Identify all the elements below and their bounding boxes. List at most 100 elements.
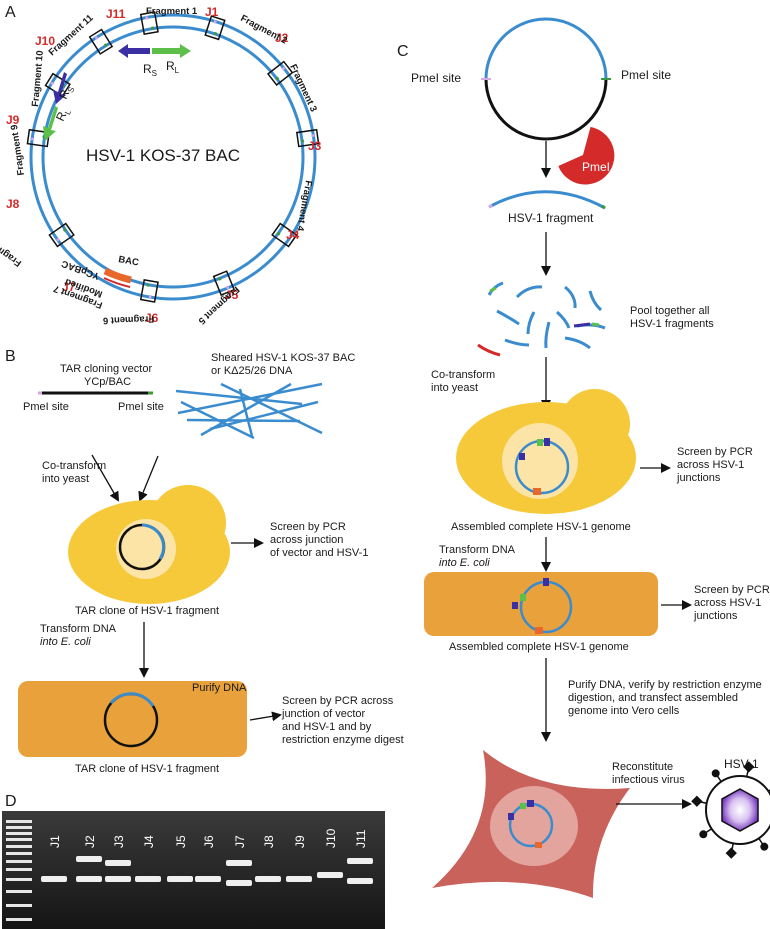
junction-box xyxy=(88,28,114,55)
sheared-dna xyxy=(175,382,323,440)
screen1-c-3: junctions xyxy=(676,472,721,484)
recon-c-2: infectious virus xyxy=(612,774,685,786)
gel-band xyxy=(195,876,221,882)
ladder-band xyxy=(6,820,32,823)
transform-b-2: into E. coli xyxy=(40,636,91,648)
ladder-band xyxy=(6,918,32,921)
vector-label-1: TAR cloning vector xyxy=(60,363,152,375)
junction-label: J9 xyxy=(6,113,20,127)
fragment-label: Fragment 8 xyxy=(0,230,24,268)
screen2-b-4: restriction enzyme digest xyxy=(282,734,404,746)
screen1-c-2: across HSV-1 xyxy=(677,459,744,471)
lane-label: J10 xyxy=(324,828,338,848)
ladder-band xyxy=(6,838,32,841)
lane-label: J3 xyxy=(112,835,126,848)
panel-label-c: C xyxy=(397,43,409,60)
rl-label-top: RL xyxy=(166,59,180,75)
gel-band xyxy=(226,860,252,866)
purify-b: Purify DNA xyxy=(192,682,247,694)
frag-end-pink xyxy=(488,203,493,209)
junction-label: J6 xyxy=(145,311,159,325)
screen1-b-2: across junction xyxy=(270,534,343,546)
virus-label: HSV-1 xyxy=(724,757,759,771)
pmel-left-c: PmeI site xyxy=(411,71,461,85)
rs-label-top: RS xyxy=(143,62,157,78)
rl-arrow-left xyxy=(43,106,58,141)
ladder-band xyxy=(6,845,32,848)
screen1-b-3: of vector and HSV-1 xyxy=(270,547,368,559)
transform-c-1: Transform DNA xyxy=(439,544,516,556)
bac-label: BAC xyxy=(117,254,139,268)
vector-c-top xyxy=(484,17,608,80)
junction-label: J11 xyxy=(106,7,126,21)
gel-band xyxy=(347,858,373,864)
gel-band xyxy=(167,876,193,882)
bac-insert xyxy=(103,267,132,284)
junction-box xyxy=(212,270,236,296)
ladder-band xyxy=(6,832,32,835)
hsv-fragment-c xyxy=(488,190,606,210)
recon-c-1: Reconstitute xyxy=(612,761,673,773)
pmel-left-b: PmeI site xyxy=(23,401,69,413)
assembled-c-2: Assembled complete HSV-1 genome xyxy=(449,641,629,653)
screen2-b-1: Screen by PCR across xyxy=(282,695,394,707)
dna-ladder xyxy=(6,820,32,921)
gel-band xyxy=(105,860,131,866)
lane-label: J11 xyxy=(354,829,368,848)
fragment-label: Fragment 6 xyxy=(103,313,155,326)
fragment-label: Fragment 9 xyxy=(9,124,27,176)
pmel-right-b: PmeI site xyxy=(118,401,164,413)
junction-label: J10 xyxy=(35,34,55,48)
ladder-band xyxy=(6,852,32,855)
lane-label: J9 xyxy=(293,835,307,848)
pool-c-2: HSV-1 fragments xyxy=(630,318,714,330)
ecoli-c xyxy=(424,572,658,636)
ladder-band xyxy=(6,860,32,863)
screen2-b-2: junction of vector xyxy=(281,708,365,720)
gel-band xyxy=(317,872,343,878)
screen1-b-1: Screen by PCR xyxy=(270,521,346,533)
junction-label: J3 xyxy=(308,139,322,153)
gel-band xyxy=(347,878,373,884)
gel-band xyxy=(41,876,67,882)
outer-circle xyxy=(29,13,317,301)
panel-label-b: B xyxy=(5,348,16,365)
junction-label: J5 xyxy=(225,288,239,302)
gel-band xyxy=(286,876,312,882)
junction-label: J1 xyxy=(205,5,219,19)
lane-label: J2 xyxy=(83,835,97,848)
junction-box xyxy=(271,222,298,248)
junction-box xyxy=(295,128,320,148)
pmei-enzyme xyxy=(558,126,615,185)
screen2-b-3: and HSV-1 and by xyxy=(282,721,372,733)
rs-label-left: RS xyxy=(56,83,76,102)
sheared-label-1: Sheared HSV-1 KOS-37 BAC xyxy=(211,352,355,364)
ladder-band xyxy=(6,868,32,871)
junction-box xyxy=(266,60,294,87)
hsv-fragment-label: HSV-1 fragment xyxy=(508,211,594,225)
gel-band xyxy=(135,876,161,882)
gel-band xyxy=(76,876,102,882)
arrow-b-sheared xyxy=(138,455,159,502)
ecoli-b xyxy=(18,681,247,757)
purify-c-2: digestion, and transfect assembled xyxy=(568,692,738,704)
vector-c-bottom xyxy=(484,78,608,141)
fragment-label: Fragment 4 xyxy=(294,179,314,232)
transform-c-2: into E. coli xyxy=(439,557,490,569)
panel-label-d: D xyxy=(5,793,17,810)
fragment-label: Fragment 10 xyxy=(30,50,46,107)
lane-label: J5 xyxy=(174,835,188,848)
gel-band xyxy=(105,876,131,882)
inner-circle xyxy=(41,25,305,289)
rl-label-left: RL xyxy=(53,105,73,124)
junction-label: J7 xyxy=(62,280,76,294)
yeast-c xyxy=(456,389,636,514)
panel-b: TAR cloning vector YCp/BAC PmeI site Pme… xyxy=(18,352,404,775)
junction-box xyxy=(48,222,75,248)
ladder-band xyxy=(6,904,32,907)
junction-box xyxy=(139,11,159,36)
